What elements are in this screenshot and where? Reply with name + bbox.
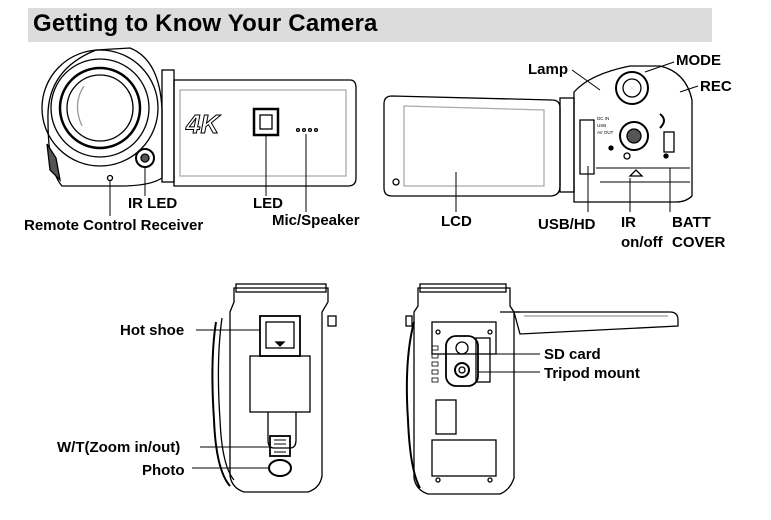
svg-text:AV OUT: AV OUT (597, 130, 614, 135)
tripod-screw (454, 362, 470, 378)
back-lcd-panel (383, 95, 561, 197)
badge-4k: 4K (185, 109, 221, 139)
label-mode: MODE (676, 52, 721, 69)
ir-led-lens (135, 148, 155, 168)
front-hinge (161, 69, 175, 183)
port-labels: DC IN USB AV OUT (597, 116, 614, 135)
bottom-lcd-open (513, 311, 679, 335)
label-mic-speaker: Mic/Speaker (272, 212, 360, 229)
lens-ring-3 (58, 66, 142, 150)
grip-strap-edge (46, 143, 62, 182)
label-ir-on-off: on/off (621, 234, 663, 251)
top-leader-lines (192, 329, 270, 469)
photo-button (268, 459, 292, 477)
back-body-outline (573, 65, 693, 203)
front-lcd-panel (173, 79, 357, 187)
title-bar: Getting to Know Your Camera (28, 8, 712, 42)
back-view-camera (383, 65, 693, 203)
rec-button (619, 121, 649, 151)
label-remote-control-receiver: Remote Control Receiver (24, 217, 204, 234)
back-leader-lines (455, 61, 699, 212)
svg-text:DC IN: DC IN (597, 116, 609, 121)
label-cover: COVER (672, 234, 726, 251)
front-view-camera (41, 47, 357, 187)
label-usb-hd: USB/HD (538, 216, 596, 233)
label-hot-shoe: Hot shoe (120, 322, 185, 339)
back-hinge (559, 97, 575, 193)
top-view-camera (211, 283, 337, 493)
label-batt: BATT (672, 214, 711, 231)
lens-outer-ring (41, 49, 159, 167)
lens-glass (66, 74, 134, 142)
label-zoom: W/T(Zoom in/out) (57, 439, 181, 456)
vent-dots (431, 345, 439, 383)
svg-text:USB: USB (597, 123, 606, 128)
label-lamp: Lamp (528, 61, 569, 78)
label-rec: REC (700, 78, 732, 95)
front-leader-lines (109, 134, 307, 216)
label-photo: Photo (142, 462, 185, 479)
top-body-outline (229, 287, 329, 493)
label-ir-led: IR LED (128, 195, 178, 212)
bottom-leader-lines (478, 353, 540, 373)
label-led: LED (253, 195, 283, 212)
led-window (252, 107, 280, 137)
bottom-body-outline (413, 287, 515, 495)
mode-dial (615, 71, 649, 105)
lens-ring-2 (50, 58, 150, 158)
label-sd-card: SD card (544, 346, 601, 363)
label-ir: IR (621, 214, 636, 231)
zoom-lever (269, 435, 291, 457)
remote-receiver-dot (106, 174, 114, 182)
tripod-mount (445, 335, 479, 387)
label-tripod-mount: Tripod mount (544, 365, 640, 382)
label-lcd: LCD (441, 213, 472, 230)
bottom-view-camera (405, 283, 679, 495)
page-title: Getting to Know Your Camera (33, 10, 378, 37)
